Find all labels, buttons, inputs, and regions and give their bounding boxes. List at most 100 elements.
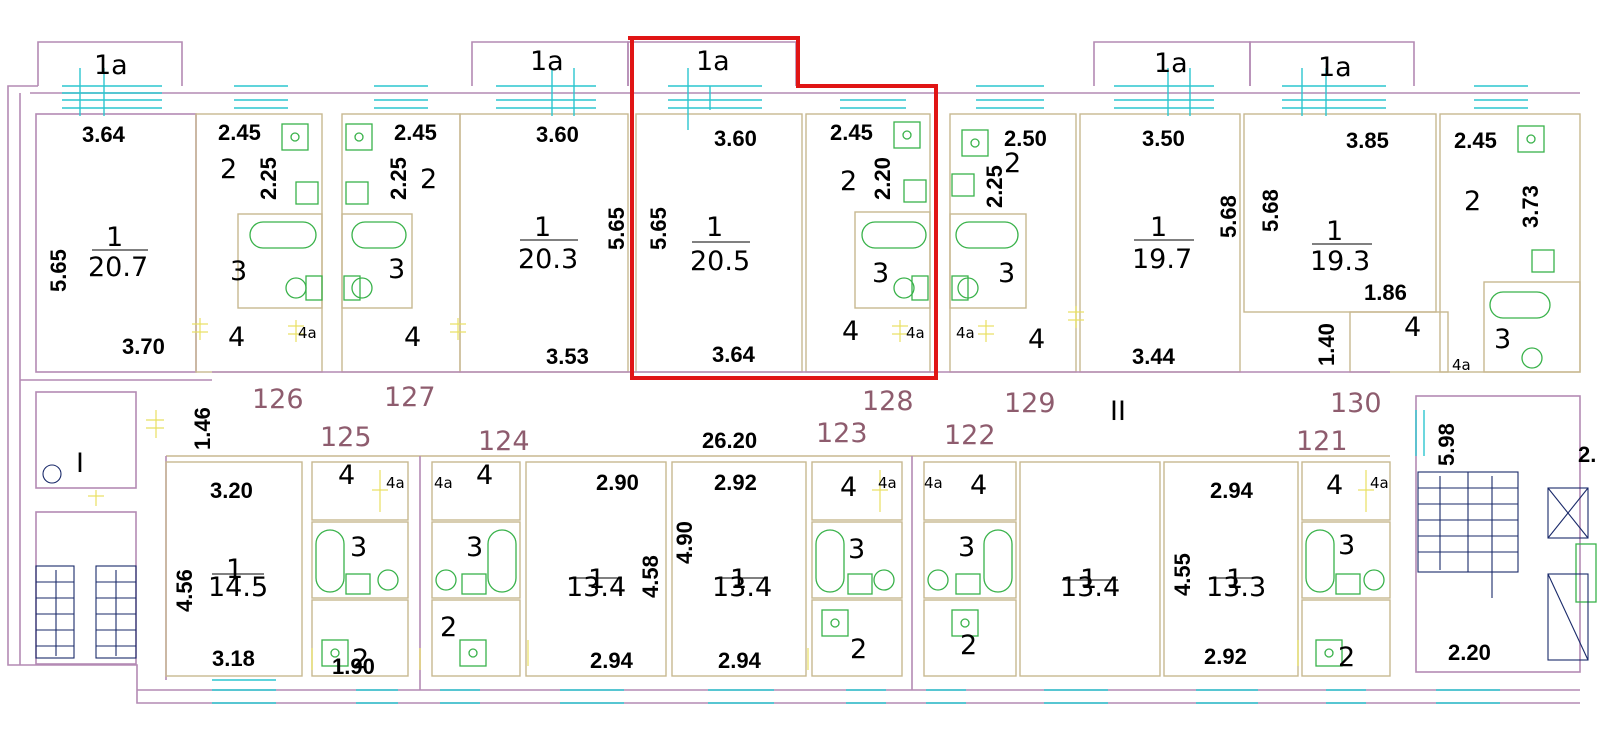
corridor-label: 4a	[434, 474, 453, 492]
dim-label: 5.68	[1258, 189, 1283, 232]
dim-label: 3.60	[536, 122, 579, 147]
dim-label: 2.45	[830, 120, 873, 145]
upper-rooms	[35, 113, 1581, 373]
dim-label: 3.44	[1132, 344, 1176, 369]
area-value: 13.4	[566, 572, 626, 603]
kitchen-label: 2	[440, 612, 457, 643]
kitchen-label: 2	[960, 630, 977, 661]
area-value: 13.3	[1206, 572, 1266, 603]
fixtures	[249, 121, 1597, 667]
door-marks	[88, 306, 1374, 670]
living-room-label: 1	[534, 212, 551, 243]
kitchen-label: 2	[840, 166, 857, 197]
dim-label: 4.56	[172, 569, 197, 612]
bathroom-label: 3	[998, 258, 1015, 289]
apartment-numbers: 126 127 128 129 130 125 124 123 122 121	[252, 382, 1382, 457]
dim-label: 2.	[1578, 442, 1596, 467]
lower-rooms	[165, 456, 1391, 690]
dim-label: 2.92	[1204, 644, 1247, 669]
balcony-label: 1a	[696, 46, 730, 77]
area-value: 19.3	[1310, 246, 1370, 277]
bathroom-label: 3	[1494, 324, 1511, 355]
dim-label: 5.65	[646, 207, 671, 250]
dim-label: 26.20	[702, 428, 757, 453]
bathroom-label: 3	[848, 534, 865, 565]
dim-label: 2.90	[596, 470, 639, 495]
dim-label: 2.45	[218, 120, 261, 145]
dim-label: 2.94	[590, 648, 634, 673]
bathroom-label: 3	[466, 532, 483, 563]
corridor-label: 4a	[878, 474, 897, 492]
dim-label: 1.90	[332, 654, 375, 679]
kitchen-label: 2	[352, 644, 369, 675]
hall-label: 4	[338, 460, 355, 491]
apartment-number: 129	[1004, 388, 1056, 419]
dim-label: 3.20	[210, 478, 253, 503]
kitchen-label: 2	[850, 634, 867, 665]
windows	[62, 68, 1528, 704]
dim-label: 5.65	[46, 249, 71, 292]
kitchen-label: 2	[1464, 186, 1481, 217]
dimension-labels: 3.64 2.45 2.45 3.60 3.60 2.45 2.50 3.50 …	[46, 120, 1596, 679]
apartment-number: 127	[384, 382, 436, 413]
hall-label: 4	[842, 316, 859, 347]
dim-label: 1.40	[1314, 323, 1339, 366]
kitchen-label: 2	[1004, 148, 1021, 179]
bathroom-label: 3	[230, 256, 247, 287]
area-value: 20.5	[690, 246, 750, 277]
dim-label: 3.70	[122, 334, 165, 359]
corridor-label: 4a	[386, 474, 405, 492]
dim-label: 2.94	[718, 648, 762, 673]
hall-label: 4	[1326, 470, 1343, 501]
apartment-number: 126	[252, 384, 304, 415]
dim-label: 3.85	[1346, 128, 1389, 153]
dim-label: 4.58	[638, 555, 663, 598]
bathroom-label: 3	[958, 532, 975, 563]
area-value: 13.4	[1060, 572, 1120, 603]
living-room-label: 1	[1326, 216, 1343, 247]
hall-label: 4	[840, 472, 857, 503]
dim-label: 2.50	[1004, 126, 1047, 151]
dim-label: 3.50	[1142, 126, 1185, 151]
dim-label: 2.20	[870, 157, 895, 200]
dim-label: 3.73	[1518, 185, 1543, 228]
dim-label: 2.25	[982, 165, 1007, 208]
apartment-number: 125	[320, 422, 372, 453]
area-value: 13.4	[712, 572, 772, 603]
hall-label: 4	[1028, 324, 1045, 355]
dim-label: 5.68	[1216, 195, 1241, 238]
dim-label: 2.20	[1448, 640, 1491, 665]
living-room-label: 1	[730, 564, 747, 595]
area-value: 14.5	[208, 572, 268, 603]
living-room-label: 1	[588, 564, 605, 595]
living-room-label: 1	[226, 554, 243, 585]
living-room-label: 1	[106, 222, 123, 253]
balcony-label: 1a	[530, 46, 564, 77]
hall-label: 4	[228, 322, 245, 353]
corridor-label: 4a	[1452, 356, 1471, 374]
corridor-label: 4a	[298, 324, 317, 342]
bathroom-label: 3	[350, 532, 367, 563]
corridor-label: 4a	[906, 324, 925, 342]
apartment-number: 122	[944, 420, 996, 451]
hall-label: 4	[404, 322, 421, 353]
dim-label: 1.86	[1364, 280, 1407, 305]
dim-label: 3.60	[714, 126, 757, 151]
dim-label: 1.46	[190, 407, 215, 450]
living-room-label: 1	[1226, 564, 1243, 595]
stairwell-label: II	[1110, 396, 1126, 427]
corridor-label: 4a	[956, 324, 975, 342]
balcony-label: 1a	[1318, 52, 1352, 83]
area-value: 20.7	[88, 252, 148, 283]
apartment-number: 124	[478, 426, 530, 457]
balcony-label: 1a	[94, 50, 128, 81]
bathroom-label: 3	[872, 258, 889, 289]
apartment-number: 130	[1330, 388, 1382, 419]
bathroom-label: 3	[1338, 530, 1355, 561]
room-labels: 1a 1a 1a 1a 1a 1 1 1 1 1 1 1 1 1 1 2 2 2…	[76, 46, 1511, 675]
dim-label: 3.53	[546, 344, 589, 369]
dim-label: 2.45	[394, 120, 437, 145]
highlighted-apartment-outline	[628, 36, 938, 380]
dim-label: 4.90	[672, 521, 697, 564]
